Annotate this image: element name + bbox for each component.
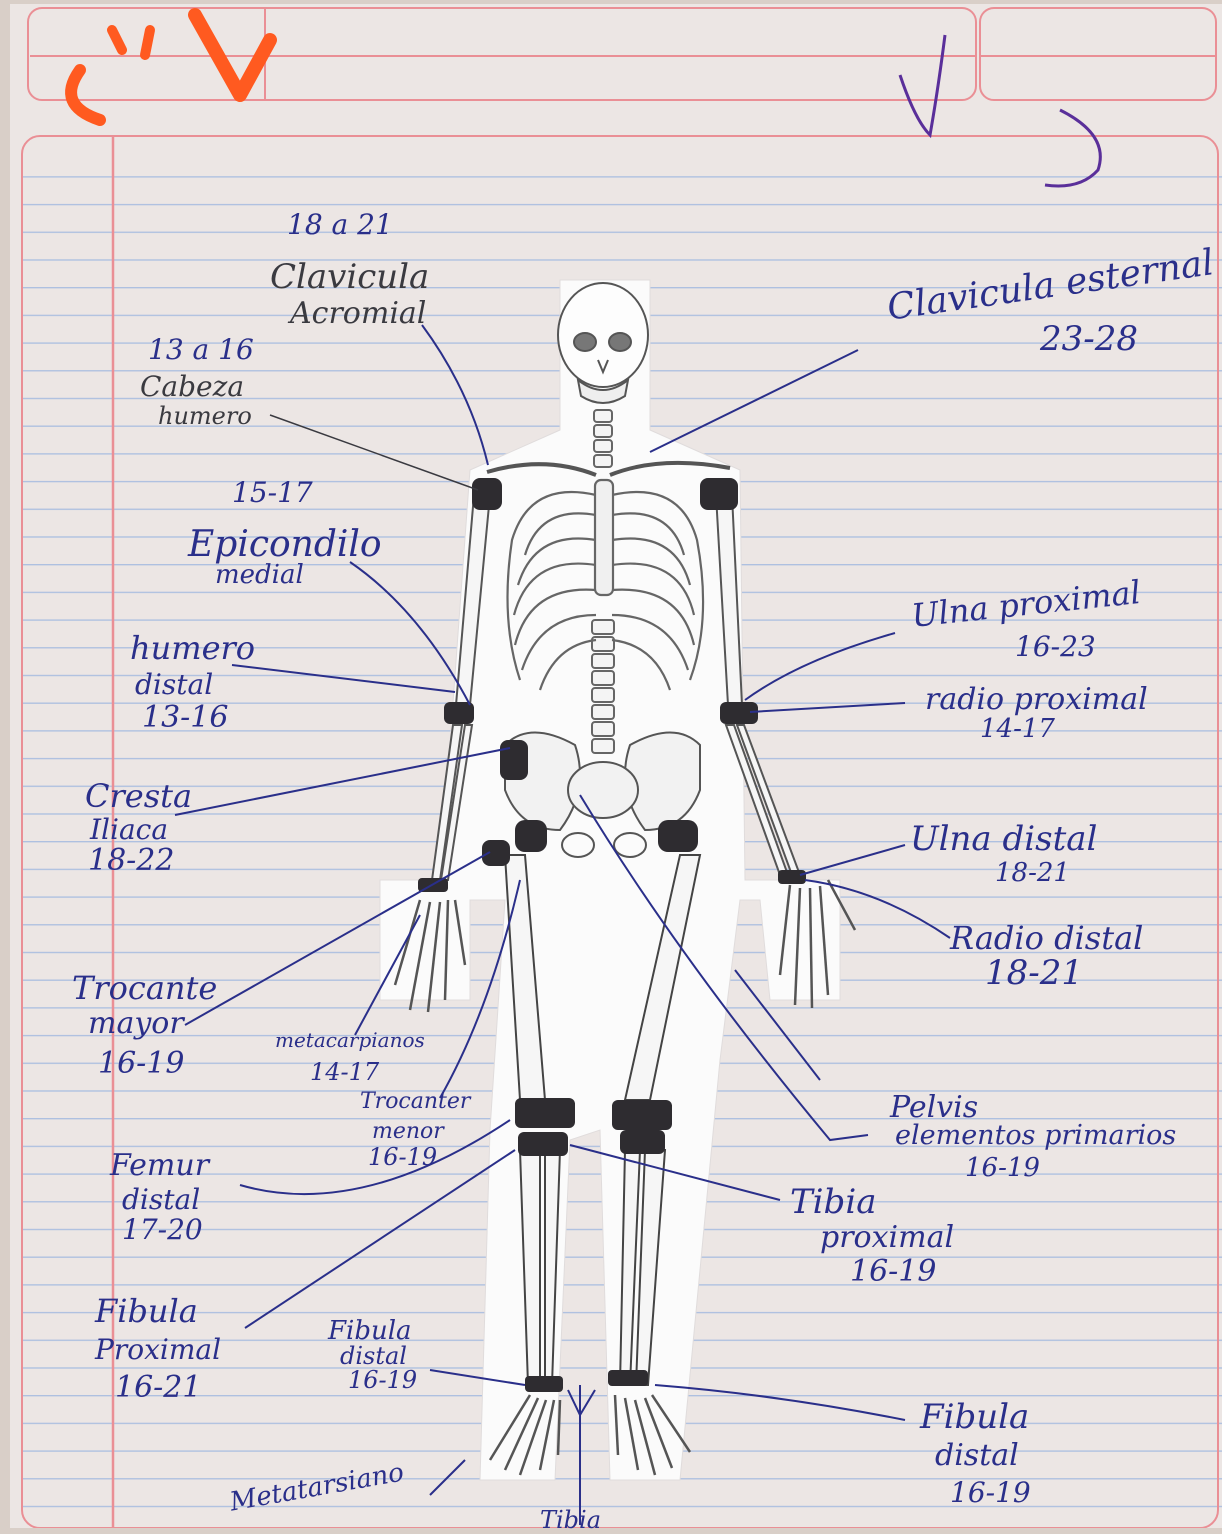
label-cresta-iliaca-name: Cresta [85, 780, 192, 814]
label-cabeza-humero-age: 13 a 16 [148, 335, 254, 364]
label-fibula-distal-right-name: Fibula [920, 1400, 1029, 1436]
label-clavicula-acromial-age: 18 a 21 [287, 210, 393, 239]
label-trocante-mayor-age: 16-19 [98, 1048, 184, 1080]
label-pelvis-name: Pelvis [890, 1092, 978, 1124]
label-radio-proximal-age: 14-17 [980, 716, 1055, 743]
label-fibula-proximal-name2: Proximal [95, 1335, 221, 1364]
label-cresta-iliaca-name2: Iliaca [90, 815, 168, 844]
label-humero-distal-age: 13-16 [142, 702, 228, 734]
label-metacarpianos-age: 14-17 [310, 1060, 379, 1085]
label-fibula-distal-right-age: 16-19 [950, 1478, 1031, 1507]
label-tibia-proximal-name: Tibia [790, 1185, 876, 1221]
label-trocanter-menor-name: Trocanter [360, 1090, 470, 1113]
label-cabeza-humero-name: Cabeza [140, 372, 244, 401]
label-trocanter-menor-name2: menor [372, 1120, 444, 1143]
label-fibula-distal-right-name2: distal [935, 1440, 1019, 1472]
label-clavicula-acromial-name2: Acromial [290, 298, 426, 330]
label-epicondilo-name2: medial [215, 562, 304, 589]
label-radio-distal-name: Radio distal [950, 922, 1143, 956]
label-fibula-distal-left-age: 16-19 [348, 1368, 417, 1393]
label-pelvis-name2: elementos primarios [895, 1122, 1176, 1150]
label-epicondilo-name: Epicondilo [188, 526, 382, 564]
label-clavicula-acromial-name: Clavicula [270, 260, 429, 296]
label-clavicula-esternal-age: 23-28 [1040, 322, 1138, 358]
label-trocanter-menor-age: 16-19 [368, 1145, 437, 1170]
label-fibula-proximal-age: 16-21 [115, 1372, 201, 1404]
label-radio-proximal-name: radio proximal [925, 684, 1148, 716]
label-fibula-proximal-name: Fibula [95, 1295, 198, 1329]
label-radio-distal-age: 18-21 [985, 956, 1083, 992]
label-cabeza-humero-name2: humero [158, 404, 252, 429]
label-tibia-proximal-name2: proximal [820, 1222, 954, 1254]
label-trocante-mayor-name2: mayor [88, 1008, 184, 1040]
label-trocante-mayor-name: Trocante [72, 972, 217, 1006]
label-ulna-proximal-age: 16-23 [1015, 632, 1096, 661]
label-tibia-proximal-age: 16-19 [850, 1256, 936, 1288]
label-femur-distal-name2: distal [122, 1185, 200, 1214]
label-ulna-distal-age: 18-21 [995, 860, 1070, 887]
label-metacarpianos-name: metacarpianos [275, 1030, 425, 1051]
label-cresta-iliaca-age: 18-22 [88, 845, 174, 877]
label-pelvis-age: 16-19 [965, 1155, 1040, 1182]
label-humero-distal-name2: distal [135, 670, 213, 699]
label-femur-distal-name: Femur [110, 1150, 209, 1182]
label-epicondilo-age: 15-17 [232, 478, 313, 507]
label-humero-distal-name: humero [130, 632, 255, 666]
label-tibia-bottom: Tibia [540, 1508, 601, 1533]
label-ulna-distal-name: Ulna distal [910, 822, 1097, 858]
label-femur-distal-age: 17-20 [122, 1215, 203, 1244]
